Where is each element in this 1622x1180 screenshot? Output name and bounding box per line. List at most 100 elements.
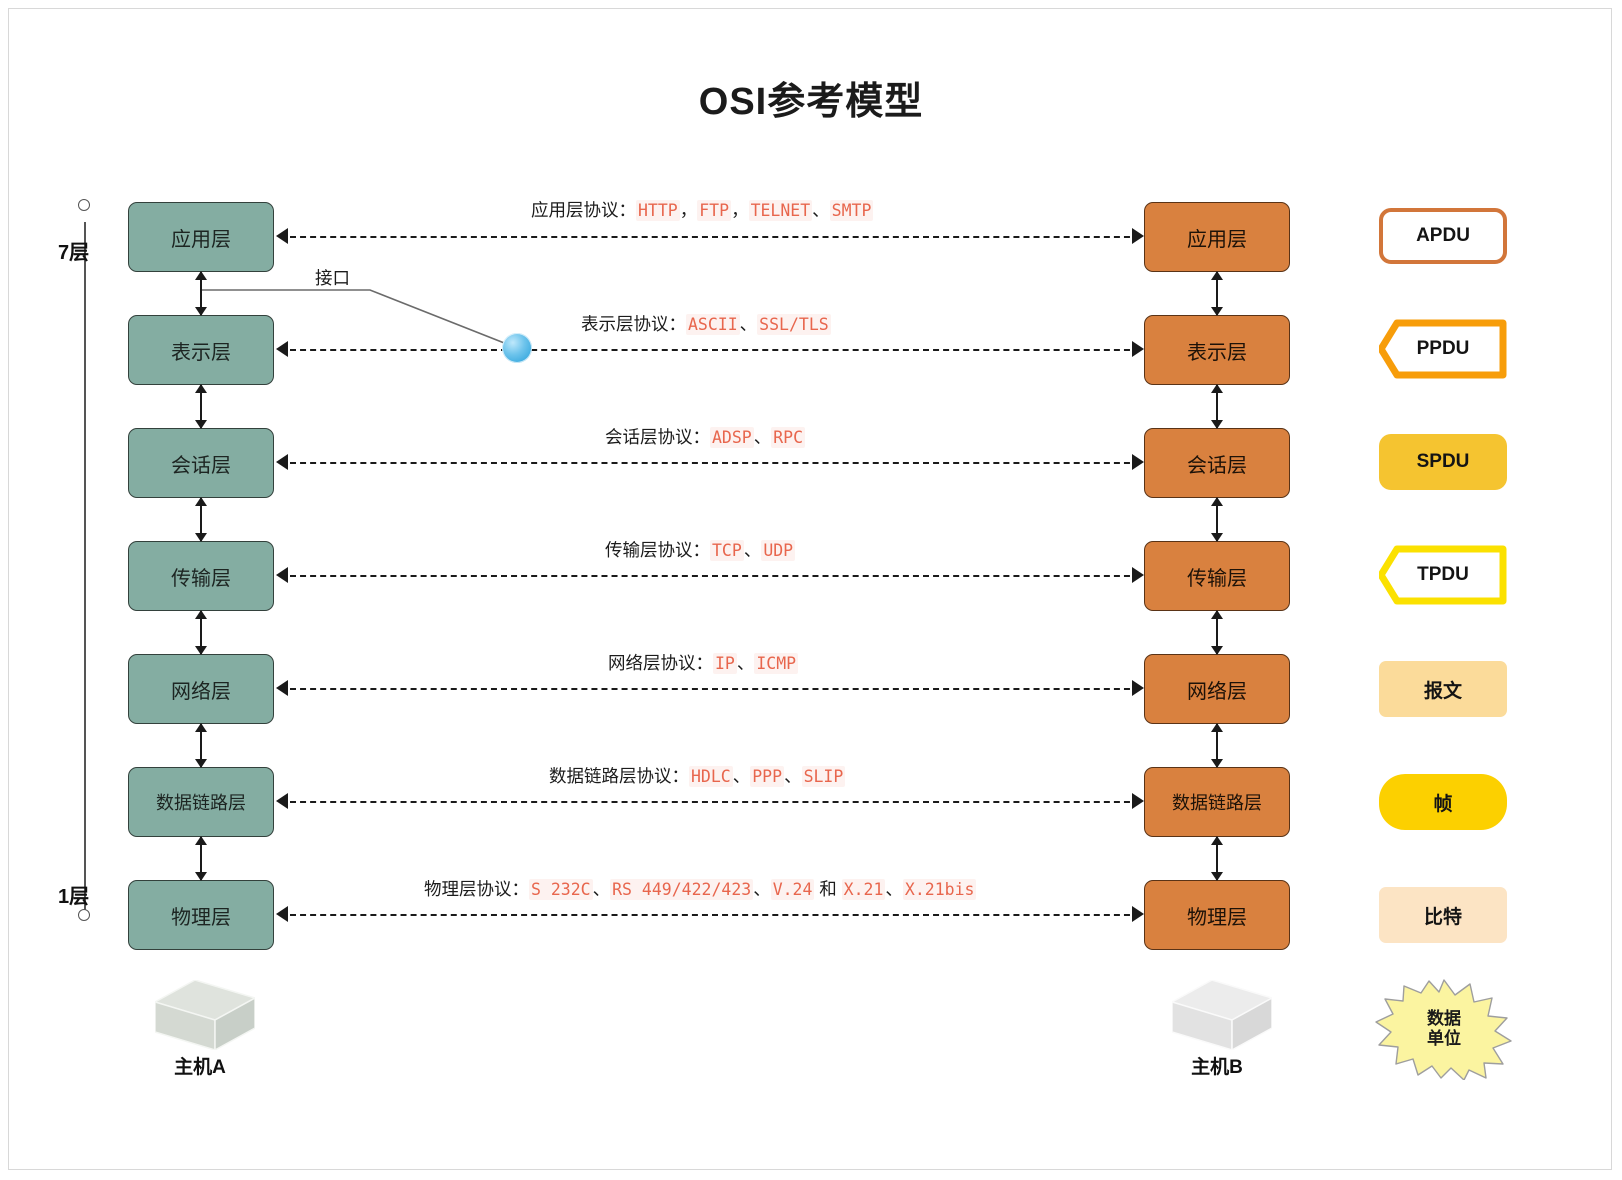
hexagon-outline-icon xyxy=(1379,545,1507,605)
pdu-badge-message-label: 报文 xyxy=(1423,680,1462,702)
layer-count-bottom-label: 1层 xyxy=(58,886,90,908)
protocol-item-ascii: ASCII xyxy=(686,314,740,335)
peer-link-application-arrow-left xyxy=(276,228,288,244)
left-layer-network[interactable]: 网络层 xyxy=(128,654,274,724)
pdu-badge-bit-label: 比特 xyxy=(1423,906,1462,928)
pdu-badge-ppdu-label: PPDU xyxy=(1416,338,1470,359)
right-vlink-tran-net xyxy=(1211,610,1223,655)
data-unit-line2: 单位 xyxy=(1427,1029,1461,1048)
protocol-item-ip: IP xyxy=(713,653,737,674)
peer-link-transport-arrow-left xyxy=(276,567,288,583)
protocol-item-http: HTTP xyxy=(636,200,680,221)
protocol-prefix-network: 网络层协议： xyxy=(608,653,713,673)
peer-link-presentation xyxy=(290,349,1140,351)
peer-link-physical xyxy=(290,914,1140,916)
left-layer-physical-label: 物理层 xyxy=(171,906,231,929)
peer-link-transport xyxy=(290,575,1140,577)
right-layer-network[interactable]: 网络层 xyxy=(1144,654,1290,724)
hexagon-outline-icon xyxy=(1379,319,1507,379)
protocol-sep: 、 xyxy=(736,653,755,673)
left-layer-session-label: 会话层 xyxy=(171,454,231,477)
right-layer-physical[interactable]: 物理层 xyxy=(1144,880,1290,950)
protocol-sep: ， xyxy=(679,200,698,220)
peer-link-network xyxy=(290,688,1140,690)
right-vlink-sess-tran xyxy=(1211,497,1223,542)
right-vlink-dll-phy xyxy=(1211,836,1223,881)
left-vlink-dll-phy xyxy=(195,836,207,881)
pdu-badge-tpdu-label: TPDU xyxy=(1417,564,1469,585)
protocol-item-v24: V.24 xyxy=(770,879,815,900)
left-layer-presentation[interactable]: 表示层 xyxy=(128,315,274,385)
protocol-prefix-physical: 物理层协议： xyxy=(424,879,529,899)
protocol-prefix-session: 会话层协议： xyxy=(605,427,710,447)
left-layer-presentation-label: 表示层 xyxy=(171,341,231,364)
right-layer-application[interactable]: 应用层 xyxy=(1144,202,1290,272)
page-title: OSI参考模型 xyxy=(698,81,924,123)
pdu-badge-spdu-label: SPDU xyxy=(1416,451,1470,472)
peer-link-physical-arrow-right xyxy=(1132,906,1144,922)
left-layer-transport-label: 传输层 xyxy=(171,567,231,590)
protocol-item-ssltls: SSL/TLS xyxy=(757,314,831,335)
right-layer-presentation[interactable]: 表示层 xyxy=(1144,315,1290,385)
measure-endpoint-top-icon xyxy=(78,199,90,211)
protocol-caption-presentation: 表示层协议：ASCII、SSL/TLS xyxy=(581,314,831,335)
peer-link-datalink xyxy=(290,801,1140,803)
host-b-cube-icon xyxy=(1172,980,1272,1050)
protocol-item-rpc: RPC xyxy=(771,427,806,448)
protocol-sep: 、 xyxy=(732,766,751,786)
pdu-badge-bit[interactable]: 比特 xyxy=(1379,887,1507,943)
left-layer-datalink[interactable]: 数据链路层 xyxy=(128,767,274,837)
data-unit-starburst-badge[interactable]: 数据 单位 xyxy=(1373,978,1515,1081)
protocol-sep: 、 xyxy=(753,427,772,447)
protocol-sep: 、 xyxy=(885,879,903,899)
right-layer-datalink-label: 数据链路层 xyxy=(1172,793,1262,813)
peer-link-network-arrow-right xyxy=(1132,680,1144,696)
data-unit-starburst-label: 数据 单位 xyxy=(1373,978,1515,1080)
protocol-caption-session: 会话层协议：ADSP、RPC xyxy=(605,427,806,448)
protocol-caption-physical: 物理层协议：S 232C、RS 449/422/423、V.24 和 X.21、… xyxy=(424,879,977,900)
peer-link-presentation-arrow-left xyxy=(276,341,288,357)
protocol-caption-datalink: 数据链路层协议：HDLC、PPP、SLIP xyxy=(549,766,846,787)
left-layer-datalink-label: 数据链路层 xyxy=(156,793,246,813)
pdu-badge-apdu[interactable]: APDU xyxy=(1379,208,1507,264)
right-vlink-app-pres xyxy=(1211,271,1223,316)
pdu-badge-message[interactable]: 报文 xyxy=(1379,661,1507,717)
protocol-item-smtp: SMTP xyxy=(829,200,874,221)
protocol-sep: 、 xyxy=(592,879,611,899)
protocol-sep: 、 xyxy=(739,314,758,334)
left-vlink-tran-net xyxy=(195,610,207,655)
data-unit-line1: 数据 xyxy=(1427,1009,1461,1029)
peer-link-session xyxy=(290,462,1140,464)
right-layer-transport-label: 传输层 xyxy=(1187,567,1247,590)
pdu-badge-frame[interactable]: 帧 xyxy=(1379,774,1507,830)
pdu-badge-tpdu[interactable]: TPDU xyxy=(1379,545,1507,605)
pdu-badge-ppdu[interactable]: PPDU xyxy=(1379,319,1507,379)
interface-label: 接口 xyxy=(315,268,350,288)
right-layer-datalink[interactable]: 数据链路层 xyxy=(1144,767,1290,837)
left-vlink-net-dll xyxy=(195,723,207,768)
left-layer-application-label: 应用层 xyxy=(171,228,231,251)
protocol-sep: 、 xyxy=(784,766,802,786)
right-layer-presentation-label: 表示层 xyxy=(1187,341,1247,364)
protocol-item-hdlc: HDLC xyxy=(689,766,733,787)
protocol-caption-network: 网络层协议：IP、ICMP xyxy=(608,653,799,674)
pdu-badge-apdu-label: APDU xyxy=(1416,225,1470,246)
interface-point-icon[interactable] xyxy=(502,333,532,363)
right-layer-session[interactable]: 会话层 xyxy=(1144,428,1290,498)
peer-link-network-arrow-left xyxy=(276,680,288,696)
pdu-badge-spdu[interactable]: SPDU xyxy=(1379,434,1507,490)
protocol-item-ppp: PPP xyxy=(750,766,785,787)
left-layer-physical[interactable]: 物理层 xyxy=(128,880,274,950)
left-layer-application[interactable]: 应用层 xyxy=(128,202,274,272)
left-layer-transport[interactable]: 传输层 xyxy=(128,541,274,611)
protocol-prefix-presentation: 表示层协议： xyxy=(581,314,686,334)
peer-link-transport-arrow-right xyxy=(1132,567,1144,583)
peer-link-application-arrow-right xyxy=(1132,228,1144,244)
right-layer-transport[interactable]: 传输层 xyxy=(1144,541,1290,611)
left-layer-session[interactable]: 会话层 xyxy=(128,428,274,498)
protocol-prefix-datalink: 数据链路层协议： xyxy=(549,766,689,786)
protocol-item-icmp: ICMP xyxy=(754,653,799,674)
protocol-prefix-transport: 传输层协议： xyxy=(605,540,710,560)
protocol-sep: 、 xyxy=(743,540,762,560)
